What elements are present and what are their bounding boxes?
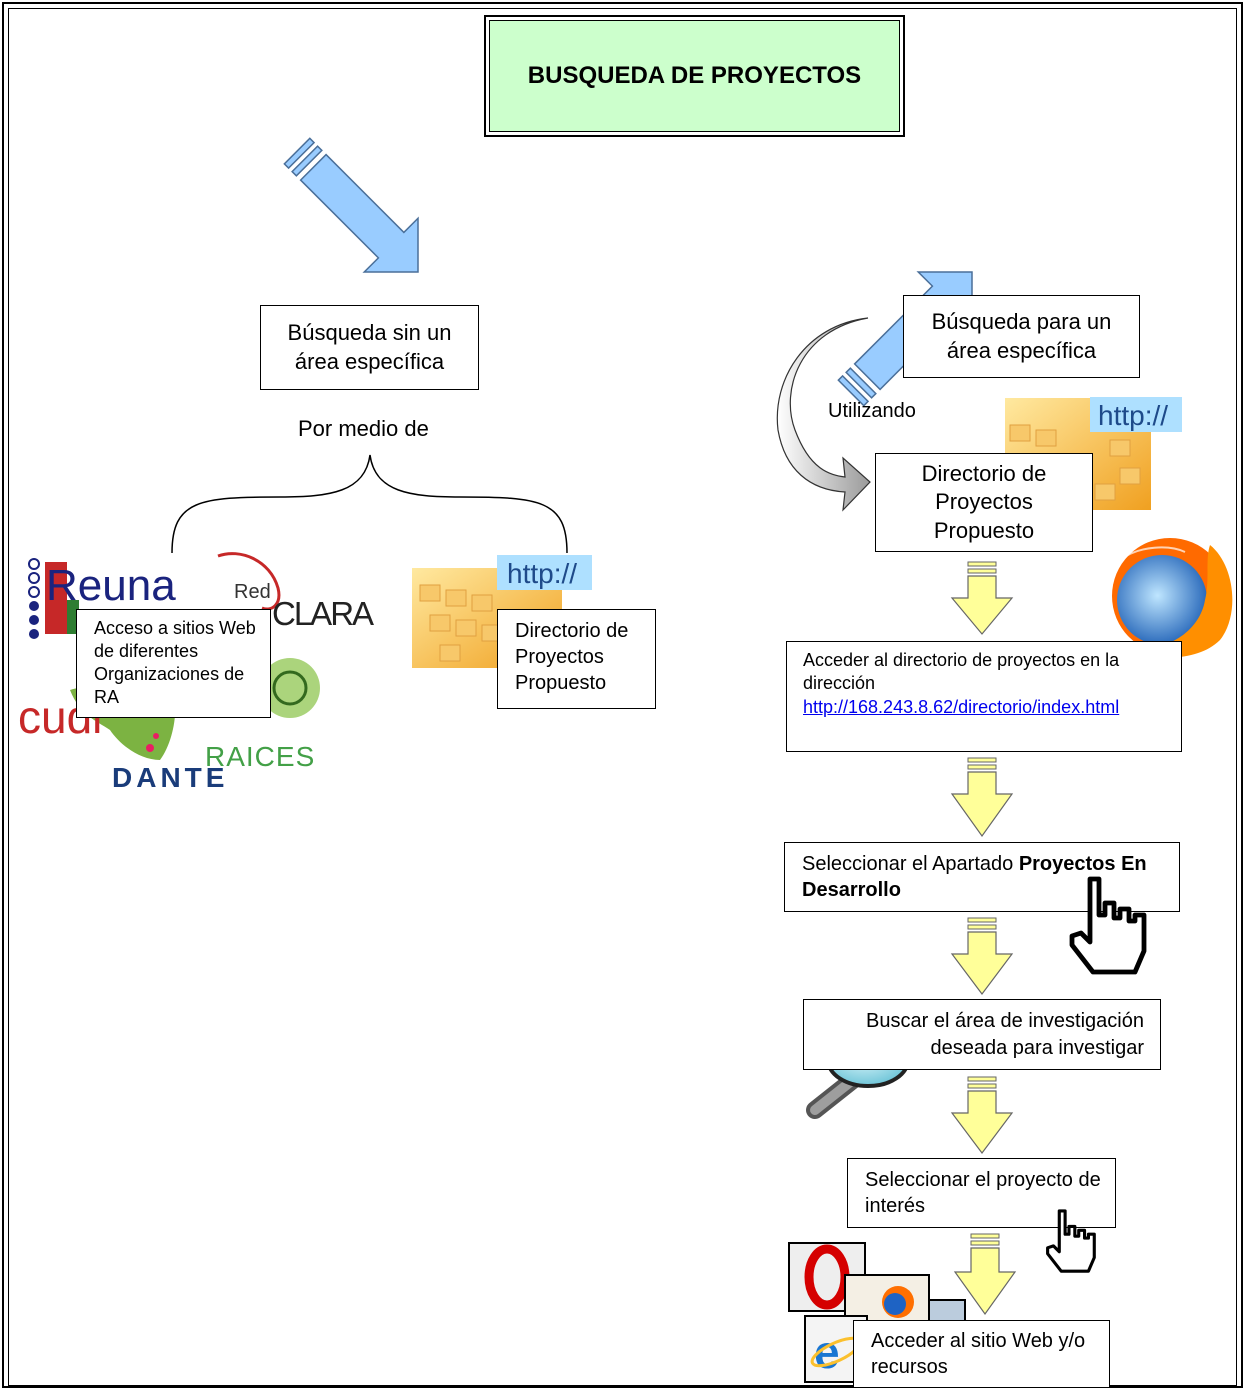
step-select-project-box: Seleccionar el proyecto de interés — [847, 1158, 1116, 1228]
step-select-section-box: Seleccionar el Apartado Proyectos En Des… — [784, 842, 1180, 912]
step-search-area-line2: deseada para investigar — [930, 1037, 1144, 1059]
yellow-arrow-5 — [953, 1233, 1017, 1316]
search-with-area-box: Búsqueda para un área específica — [903, 295, 1140, 378]
curved-arrow — [776, 317, 871, 512]
curly-brace — [171, 454, 568, 554]
step-search-area-line1: Buscar el área de investigación — [866, 1010, 1144, 1032]
blue-arrow-left — [283, 137, 419, 273]
dante-text: DANTE — [112, 762, 228, 793]
right-directory-box: Directorio de Proyectos Propuesto — [875, 453, 1093, 552]
organizations-sites-box: Acceso a sitios Web de diferentes Organi… — [76, 609, 271, 718]
projects-in-development-label: Proyectos En Desarrollo — [802, 853, 1147, 901]
yellow-arrow-1 — [950, 561, 1014, 635]
step-select-section-text: Seleccionar el Apartado — [802, 853, 1019, 875]
redclara-clara-text: CLARA — [272, 595, 374, 632]
diagram-title: BUSQUEDA DE PROYECTOS — [489, 20, 900, 132]
hand-cursor-icon — [1046, 1209, 1096, 1273]
yellow-arrow-2 — [950, 757, 1014, 838]
search-without-area-box: Búsqueda sin un área específica — [260, 305, 479, 390]
by-means-of-label: Por medio de — [298, 416, 429, 441]
firefox-icon — [1112, 538, 1233, 658]
redclara-swoosh — [217, 552, 281, 611]
reuna-logo — [28, 558, 79, 639]
redclara-red-text: Red — [234, 581, 271, 603]
using-label: Utilizando — [828, 400, 916, 422]
step-access-text: Acceder al directorio de proyectos en la… — [803, 650, 1120, 694]
step-access-directory-box: Acceder al directorio de proyectos en la… — [786, 641, 1182, 752]
yellow-arrow-4 — [950, 1076, 1014, 1154]
reuna-logo-text: Reuna — [46, 561, 176, 610]
directory-url-link[interactable]: http://168.243.8.62/directorio/index.htm… — [803, 696, 1120, 717]
yellow-arrow-3 — [950, 917, 1014, 995]
hand-cursor-icon — [1069, 876, 1147, 975]
http-label-left: http:// — [507, 558, 577, 589]
raices-logo — [260, 658, 320, 718]
left-directory-box: Directorio de Proyectos Propuesto — [497, 609, 656, 709]
step-search-area-box: Buscar el área de investigación deseada … — [803, 999, 1161, 1070]
title-box: BUSQUEDA DE PROYECTOS — [484, 15, 905, 137]
inner-frame — [8, 8, 1237, 1386]
http-label-right: http:// — [1098, 400, 1168, 431]
raices-text: RAICES — [205, 741, 315, 772]
step-access-site-box: Acceder al sitio Web y/o recursos — [853, 1320, 1110, 1388]
